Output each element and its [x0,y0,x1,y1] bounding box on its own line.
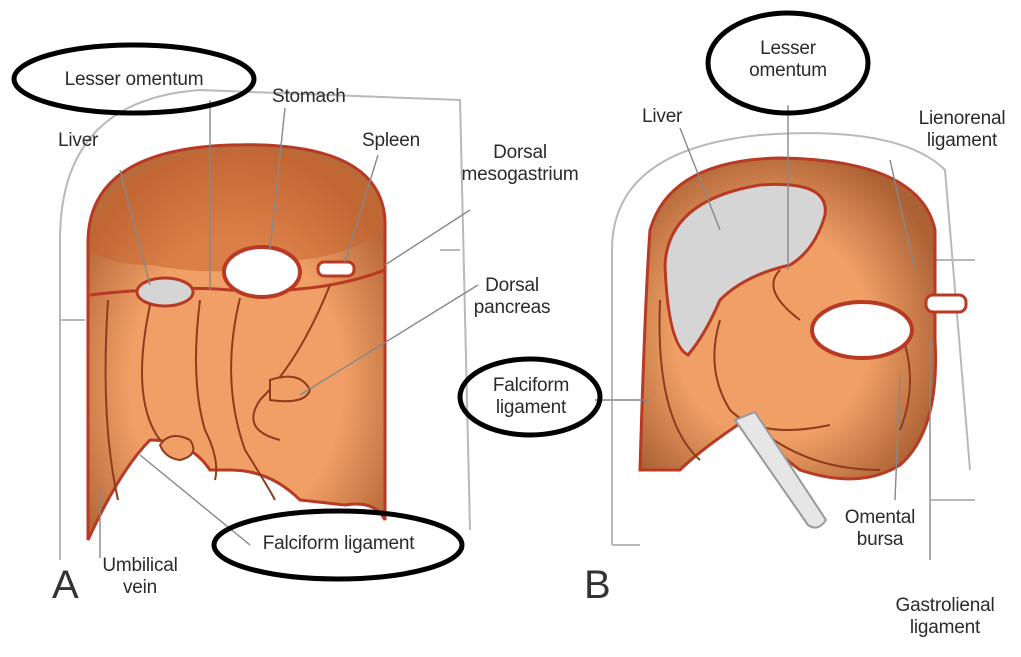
label-b-lesser-omentum: Lesser omentum [730,38,846,82]
label-a-stomach: Stomach [272,86,346,108]
panel-b-letter: B [584,563,611,608]
label-a-lesser-omentum: Lesser omentum [28,69,240,91]
label-a-dorsal-mesogastrium: Dorsal mesogastrium [455,142,585,186]
label-a-liver: Liver [58,130,98,152]
label-b-liver: Liver [642,106,682,128]
label-a-umbilical-vein: Umbilical vein [90,555,190,599]
panel-a-drawing [14,45,478,579]
panel-a-spleen [318,262,354,276]
panel-b-stomach [812,302,912,358]
label-b-omental-bursa: Omental bursa [830,507,930,551]
label-b-falciform-ligament: Falciform ligament [466,375,596,419]
label-a-spleen: Spleen [362,130,420,152]
panel-a-letter: A [52,563,79,608]
label-a-falciform-ligament: Falciform ligament [236,533,441,555]
panel-a-liver [137,278,193,306]
label-a-dorsal-pancreas: Dorsal pancreas [462,275,562,319]
panel-a-stomach [224,247,300,297]
label-b-gastrolienal-ligament: Gastrolienal ligament [880,595,1010,639]
panel-b-spleen [926,295,966,312]
label-b-lienorenal-ligament: Lienorenal ligament [902,108,1021,152]
